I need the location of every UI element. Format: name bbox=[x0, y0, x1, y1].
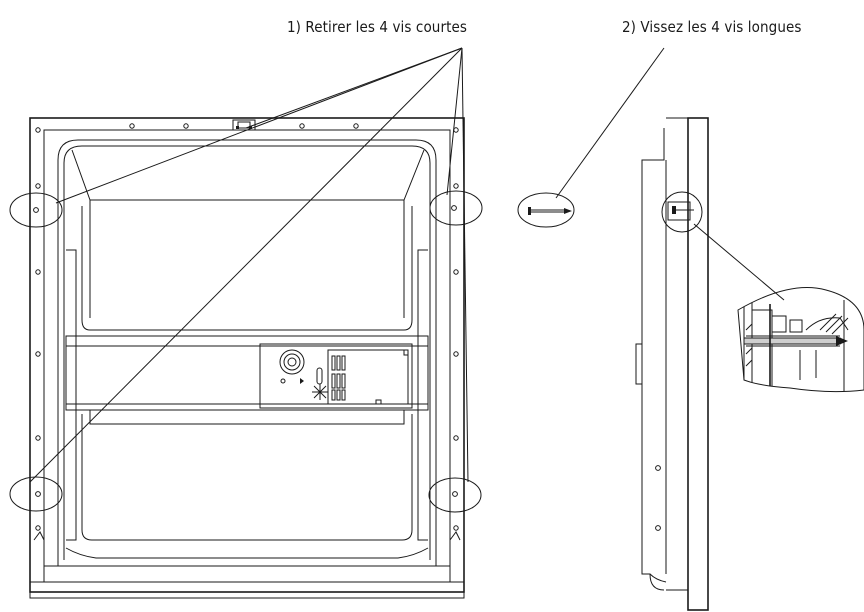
short-screw-top-right bbox=[429, 190, 483, 226]
dispenser-body bbox=[259, 343, 413, 409]
detail-outline bbox=[737, 287, 864, 393]
hatching bbox=[745, 313, 849, 367]
door-front-view bbox=[29, 117, 465, 599]
short-screw-bottom-right bbox=[428, 477, 482, 513]
short-screw-markers bbox=[9, 190, 483, 513]
dispenser-lid bbox=[327, 349, 409, 405]
side-bracket bbox=[635, 343, 643, 385]
short-screw-bottom-left bbox=[9, 476, 63, 512]
side-screw-marker bbox=[661, 191, 703, 233]
step1-label: 1) Retirer les 4 vis courtes bbox=[287, 18, 468, 36]
door-tub-outline bbox=[57, 139, 437, 566]
right-rail bbox=[417, 249, 428, 541]
control-band bbox=[65, 335, 429, 411]
upper-panel-sides bbox=[89, 200, 405, 318]
side-tub-profile bbox=[641, 128, 665, 591]
side-front-panel bbox=[687, 117, 709, 611]
arrow-icon bbox=[300, 378, 304, 384]
door-outer-frame bbox=[29, 117, 465, 593]
door-side-view bbox=[635, 117, 785, 611]
side-inner-panel bbox=[666, 117, 689, 591]
detergent-dispenser bbox=[259, 343, 413, 409]
upper-panel-recess bbox=[81, 206, 413, 331]
screw-detail-inset bbox=[737, 287, 864, 393]
detail-leader-line bbox=[693, 223, 785, 301]
step1-leader-lines bbox=[29, 47, 469, 483]
door-base-strip bbox=[29, 581, 465, 599]
screw-head bbox=[528, 207, 531, 215]
dispenser-knob bbox=[279, 349, 305, 375]
lower-panel bbox=[81, 414, 413, 541]
upper-panel-top bbox=[71, 149, 425, 201]
long-screw-marker bbox=[517, 192, 575, 228]
left-rail bbox=[66, 249, 77, 541]
sun-icon bbox=[312, 384, 328, 400]
rinse-aid-indicator bbox=[316, 367, 323, 385]
step2-leader-line bbox=[555, 47, 665, 199]
screw-tip bbox=[564, 208, 572, 214]
lower-panel-top bbox=[89, 410, 405, 425]
short-screw-top-left bbox=[9, 192, 63, 228]
vent-slots bbox=[331, 355, 346, 401]
door-tub-inner bbox=[63, 145, 431, 560]
lower-tub-curve bbox=[65, 547, 429, 559]
long-screw bbox=[517, 47, 665, 228]
step2-label: 2) Vissez les 4 vis longues bbox=[622, 18, 802, 36]
long-screw-detail bbox=[743, 337, 841, 345]
door-flange bbox=[43, 129, 451, 567]
perimeter-screws bbox=[35, 123, 459, 531]
